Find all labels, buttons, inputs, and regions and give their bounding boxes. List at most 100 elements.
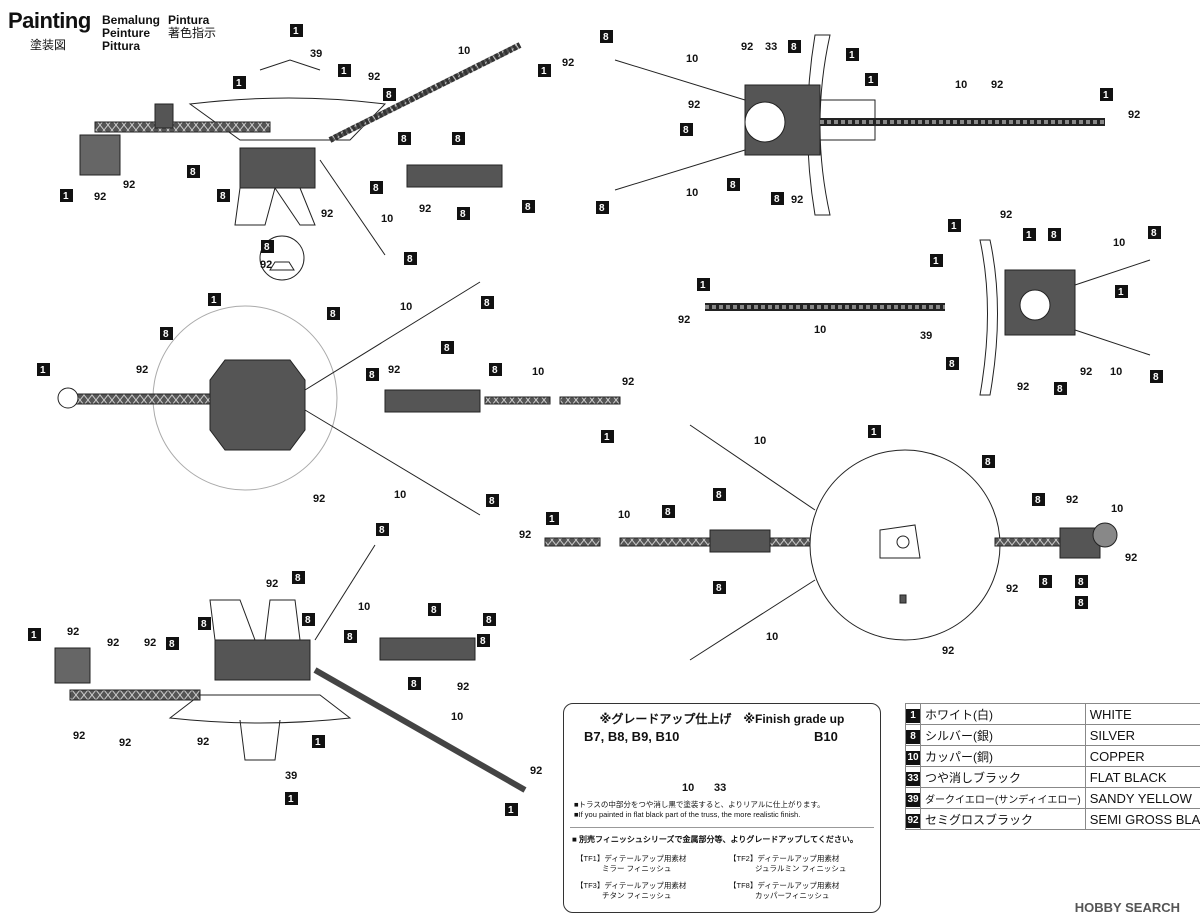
svg-text:8: 8: [1057, 384, 1063, 395]
callout-10: 10: [400, 301, 412, 313]
svg-text:8: 8: [716, 583, 722, 594]
callout-10: 10: [955, 79, 967, 91]
svg-text:10: 10: [1111, 503, 1123, 515]
svg-text:8: 8: [603, 32, 609, 43]
svg-text:10: 10: [458, 45, 470, 57]
callout-8: 8: [727, 178, 740, 191]
callout-8: 8: [713, 488, 726, 501]
callout-8: 8: [398, 132, 411, 145]
callout-92: 92: [260, 259, 272, 271]
callout-92: 92: [1066, 494, 1078, 506]
svg-text:8: 8: [347, 632, 353, 643]
callout-1: 1: [1100, 88, 1113, 101]
svg-text:92: 92: [1080, 366, 1092, 378]
callout-92: 92: [266, 578, 278, 590]
callout-92: 92: [688, 99, 700, 111]
callout-92: 92: [197, 736, 209, 748]
callout-8: 8: [187, 165, 200, 178]
callout-8: 8: [302, 613, 315, 626]
svg-text:92: 92: [991, 79, 1003, 91]
svg-text:1: 1: [849, 50, 855, 61]
svg-text:10: 10: [955, 79, 967, 91]
callout-10: 10: [618, 509, 630, 521]
svg-text:10: 10: [381, 213, 393, 225]
svg-text:92: 92: [266, 578, 278, 590]
callout-8: 8: [198, 617, 211, 630]
svg-text:10: 10: [754, 435, 766, 447]
callout-92: 92: [562, 57, 574, 69]
callout-92: 92: [791, 194, 803, 206]
callout-8: 8: [1054, 382, 1067, 395]
svg-text:8: 8: [525, 202, 531, 213]
svg-text:8: 8: [1051, 230, 1057, 241]
color-row: 1 ホワイト(白) WHITE: [905, 703, 1200, 725]
view-top-right: [614, 34, 1105, 216]
finish-note: ■トラスの中部分をつや消し黒で塗装すると、よりリアルに仕上がります。 ■If y…: [574, 800, 825, 820]
svg-text:92: 92: [107, 637, 119, 649]
svg-text:1: 1: [40, 365, 46, 376]
svg-text:8: 8: [379, 525, 385, 536]
callout-8: 8: [713, 581, 726, 594]
callout-8: 8: [166, 637, 179, 650]
callout-10: 10: [1111, 503, 1123, 515]
tf3-code: 【TF3】: [576, 881, 605, 890]
callout-92: 92: [388, 364, 400, 376]
svg-text:1: 1: [288, 794, 294, 805]
tf8-line1: ディテールアップ用素材: [757, 881, 840, 890]
callout-1: 1: [697, 278, 710, 291]
callout-1: 1: [601, 430, 614, 443]
callout-8: 8: [383, 88, 396, 101]
callout-39: 39: [285, 770, 297, 782]
tf8-code: 【TF8】: [729, 881, 758, 890]
svg-text:92: 92: [741, 41, 753, 53]
svg-text:8: 8: [407, 254, 413, 265]
callout-10: 10: [381, 213, 393, 225]
svg-text:1: 1: [31, 630, 37, 641]
callout-1: 1: [1023, 228, 1036, 241]
svg-text:8: 8: [492, 365, 498, 376]
svg-text:8: 8: [730, 180, 736, 191]
callout-10: 10: [394, 489, 406, 501]
svg-text:92: 92: [942, 645, 954, 657]
color-name-jp: つや消しブラック: [920, 766, 1086, 788]
callout-1: 1: [948, 219, 961, 232]
callout-8: 8: [404, 252, 417, 265]
svg-text:8: 8: [1078, 577, 1084, 588]
callout-1: 1: [233, 76, 246, 89]
callout-10: 10: [451, 711, 463, 723]
tf2-line2: ジュラルミン フィニッシュ: [755, 864, 847, 873]
view-bottom-right: [544, 424, 1118, 661]
svg-text:10: 10: [1110, 366, 1122, 378]
svg-text:1: 1: [951, 221, 957, 232]
callout-10: 10: [766, 631, 778, 643]
watermark: HOBBY SEARCH: [1074, 900, 1180, 915]
tf8-item: 【TF8】ディテールアップ用素材 カッパーフィニッシュ: [729, 881, 839, 901]
svg-text:92: 92: [1000, 209, 1012, 221]
color-name-en: COPPER: [1084, 745, 1200, 767]
svg-text:92: 92: [368, 71, 380, 83]
svg-text:92: 92: [197, 736, 209, 748]
color-name-en: SILVER: [1084, 724, 1200, 746]
color-code-badge: 8: [906, 729, 920, 744]
svg-text:92: 92: [1128, 109, 1140, 121]
tf3-line1: ディテールアップ用素材: [604, 881, 687, 890]
svg-text:8: 8: [486, 615, 492, 626]
svg-text:92: 92: [321, 208, 333, 220]
callout-1: 1: [60, 189, 73, 202]
svg-text:92: 92: [791, 194, 803, 206]
color-name-en: SANDY YELLOW: [1084, 787, 1200, 809]
svg-text:1: 1: [700, 280, 706, 291]
callout-92: 92: [136, 364, 148, 376]
color-code-badge: 33: [906, 771, 920, 786]
tf2-item: 【TF2】ディテールアップ用素材 ジュラルミン フィニッシュ: [729, 854, 846, 874]
svg-text:8: 8: [665, 507, 671, 518]
color-name-en: SEMI GROSS BLACK: [1084, 808, 1200, 830]
callout-10: 10: [754, 435, 766, 447]
callout-39: 39: [920, 330, 932, 342]
color-legend-table: 1 ホワイト(白) WHITE 8 シルバー(銀) SILVER 10 カッパー…: [905, 703, 1200, 830]
svg-text:8: 8: [220, 191, 226, 202]
svg-text:8: 8: [716, 490, 722, 501]
callout-92: 92: [73, 730, 85, 742]
svg-text:1: 1: [1103, 90, 1109, 101]
svg-text:8: 8: [373, 183, 379, 194]
